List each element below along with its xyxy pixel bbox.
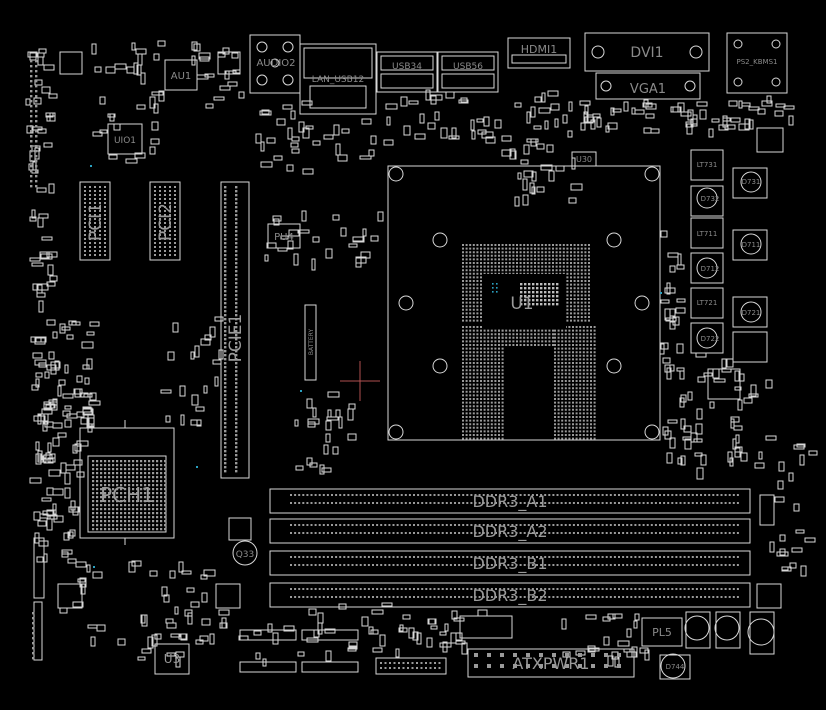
ddr-slot-a1 — [269, 488, 751, 514]
pci2-label: PCI2 — [156, 203, 176, 241]
au1-label: AU1 — [171, 71, 192, 82]
ddr-a1-label: DDR3_A1 — [472, 492, 547, 512]
pci1-label: PCI1 — [86, 203, 106, 241]
pu4-chip — [267, 223, 301, 249]
usb34-connector — [376, 51, 438, 93]
q33-mosfet — [232, 540, 258, 566]
pin-arrays — [30, 60, 739, 669]
cpu-socket — [387, 165, 661, 441]
uio1-chip — [107, 123, 143, 155]
d721-label: D721 — [742, 309, 761, 317]
vga-connector — [595, 72, 701, 100]
pcie1-slot — [220, 181, 250, 479]
ps2-label: PS2_KBMS1 — [737, 58, 778, 66]
battery-label: BATTERY — [308, 329, 315, 356]
d744-label: D744 — [666, 663, 685, 671]
u30-label: U30 — [576, 155, 592, 164]
usb34-label: USB34 — [392, 62, 422, 72]
lan-label: LAN_USB12 — [312, 75, 365, 85]
pl5-inductor — [641, 617, 683, 647]
pu4-label: PU4 — [274, 232, 294, 243]
uio1-label: UIO1 — [114, 136, 136, 146]
battery-holder — [304, 304, 317, 381]
crosshair-cursor[interactable] — [340, 361, 380, 401]
atxpwr-label: ATXPWR1 — [512, 654, 589, 673]
audio2-label: AUDIO2 — [256, 58, 295, 69]
ps2-connector — [726, 32, 788, 94]
dvi-connector — [584, 32, 710, 72]
lt711-label: LT711 — [697, 230, 718, 238]
hdmi-label: HDMI1 — [521, 43, 557, 56]
smd-components — [25, 40, 818, 668]
atx-power-connector — [467, 648, 635, 678]
ddr-b1-label: DDR3_B1 — [472, 554, 547, 574]
pch1-label: PCH1 — [100, 483, 154, 507]
pci1-slot-outline — [79, 181, 111, 261]
dvi-label: DVI1 — [630, 45, 663, 61]
d711-label: D711 — [742, 241, 761, 249]
vga-label: VGA1 — [630, 82, 666, 97]
pl5-label: PL5 — [652, 626, 672, 639]
lt731-label: LT731 — [697, 161, 718, 169]
ddr-slot-b2 — [269, 582, 751, 608]
ddr-slot-b1 — [269, 550, 751, 576]
au1-chip — [164, 59, 198, 91]
usb56-label: USB56 — [453, 62, 483, 72]
pci2-slot-outline — [149, 181, 181, 261]
ddr-b2-label: DDR3_B2 — [472, 586, 547, 606]
ddr-a2-label: DDR3_A2 — [472, 522, 547, 542]
pcie1-label: PCIE1 — [226, 314, 246, 363]
u1-label: U1 — [510, 294, 533, 314]
d712-label: D712 — [701, 265, 720, 273]
u3-label: U3 — [164, 652, 180, 666]
d731-label: D731 — [742, 178, 761, 186]
d732-label: D732 — [701, 195, 720, 203]
usb56-connector — [437, 51, 499, 93]
mosfets — [696, 171, 762, 349]
lt721-label: LT721 — [697, 299, 718, 307]
q33-label: Q33 — [236, 550, 255, 560]
u3-chip — [154, 643, 190, 675]
hdmi-connector — [507, 37, 571, 69]
ddr-slot-a2 — [269, 518, 751, 544]
vrm-inductors — [690, 149, 768, 400]
d722-label: D722 — [701, 335, 720, 343]
lan-usb-connector — [299, 43, 377, 115]
